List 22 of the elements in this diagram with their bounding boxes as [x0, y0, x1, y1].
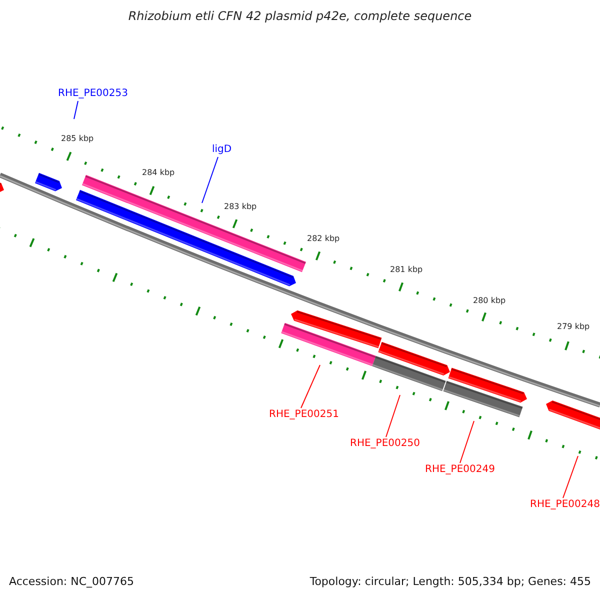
scale-label: 279 kbp — [557, 322, 590, 332]
scale-label: 280 kbp — [473, 296, 506, 306]
scale-label: 281 kbp — [390, 265, 423, 275]
leader-line — [74, 100, 78, 120]
leader-line — [562, 456, 578, 498]
sequence-info: Topology: circular; Length: 505,334 bp; Genes: 455 — [310, 575, 591, 588]
gene-label: RHE_PE00251 — [269, 409, 339, 421]
leader-line — [300, 364, 320, 408]
diagram-title: Rhizobium etli CFN 42 plasmid p42e, complete sequence — [127, 9, 473, 23]
gene-label: ligD — [212, 144, 232, 156]
gene-label: RHE_PE00253 — [58, 88, 128, 100]
scale-label: 284 kbp — [142, 168, 175, 178]
scale-label: 282 kbp — [307, 234, 340, 244]
accession-number: Accession: NC_007765 — [9, 575, 134, 588]
leader-line — [386, 394, 400, 438]
scale-label: 285 kbp — [61, 134, 94, 144]
gene-label: RHE_PE00248 — [530, 499, 600, 511]
leader-line — [202, 156, 218, 204]
gene-label: RHE_PE00249 — [425, 464, 495, 476]
scale-label: 283 kbp — [224, 202, 257, 212]
leader-line — [460, 420, 474, 464]
gene-label: RHE_PE00250 — [350, 438, 420, 450]
